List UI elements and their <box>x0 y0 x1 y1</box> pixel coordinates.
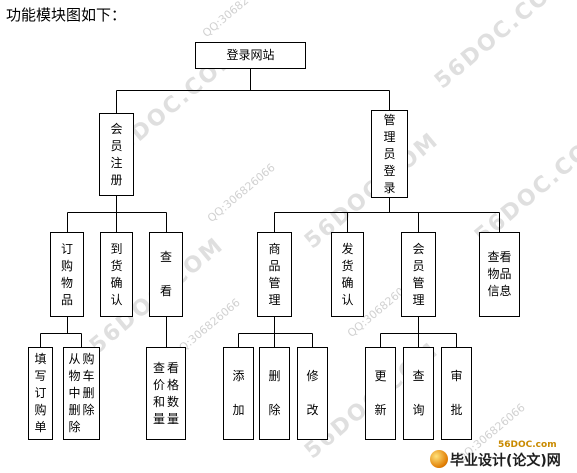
site-badge: 56DOC.com 毕业设计(论文)网 <box>428 440 574 470</box>
node-label: 审 批 <box>450 369 463 417</box>
node-label: 登录网站 <box>226 48 275 62</box>
node-order-goods: 订 购 物 品 <box>50 232 84 317</box>
badge-logo-icon <box>430 450 448 468</box>
node-label: 查 询 <box>412 369 425 417</box>
node-view-goods-info: 查看 物品 信息 <box>479 232 520 317</box>
node-ship-confirm: 发 货 确 认 <box>331 232 364 317</box>
node-label-col: 看 格 数 量 <box>167 360 180 426</box>
node-query: 查 询 <box>403 347 434 440</box>
node-label: 添 加 <box>232 369 245 417</box>
node-label: 会 员 管 理 <box>412 241 425 307</box>
node-label: 填 写 订 购 单 <box>34 352 47 434</box>
node-label-col: 查 价 和 量 <box>152 360 165 426</box>
node-label: 查看 物品 信息 <box>487 250 512 298</box>
node-update: 更 新 <box>365 347 396 440</box>
node-label: 删 除 <box>268 369 281 417</box>
node-goods-manage: 商 品 管 理 <box>257 232 292 317</box>
node-label: 管 理 员 登 录 <box>383 112 396 195</box>
node-label: 发 货 确 认 <box>341 241 354 307</box>
node-admin-login: 管 理 员 登 录 <box>371 110 408 198</box>
node-label: 订 购 物 品 <box>60 241 73 307</box>
node-label: 查 看 <box>159 250 172 298</box>
diagram-heading: 功能模块图如下： <box>6 6 127 24</box>
node-label: 会 员 注 册 <box>110 121 123 187</box>
node-label: 到 货 确 认 <box>110 241 123 307</box>
node-member-manage: 会 员 管 理 <box>401 232 436 317</box>
node-fill-order: 填 写 订 购 单 <box>28 347 53 440</box>
node-add: 添 加 <box>223 347 254 440</box>
node-label: 更 新 <box>374 369 387 417</box>
node-label-col: 购 车 删 除 <box>82 352 95 417</box>
node-login-website: 登录网站 <box>195 42 306 69</box>
node-delivery-confirm: 到 货 确 认 <box>100 232 133 317</box>
node-delete-from-cart: 购 车 删 除 从 物 中 删 除 <box>63 347 100 440</box>
node-label-col: 从 物 中 删 除 <box>68 352 81 434</box>
node-view-price-quantity: 看 格 数 量 查 价 和 量 <box>146 347 186 440</box>
node-delete: 删 除 <box>259 347 290 440</box>
node-view: 查 看 <box>149 232 183 317</box>
badge-title: 毕业设计(论文)网 <box>450 453 561 469</box>
node-label: 商 品 管 理 <box>268 241 281 307</box>
node-modify: 修 改 <box>297 347 328 440</box>
badge-site-text: 56DOC.com <box>498 440 557 450</box>
node-label: 修 改 <box>306 369 319 417</box>
node-approve: 审 批 <box>441 347 472 440</box>
node-member-register: 会 员 注 册 <box>99 113 134 196</box>
